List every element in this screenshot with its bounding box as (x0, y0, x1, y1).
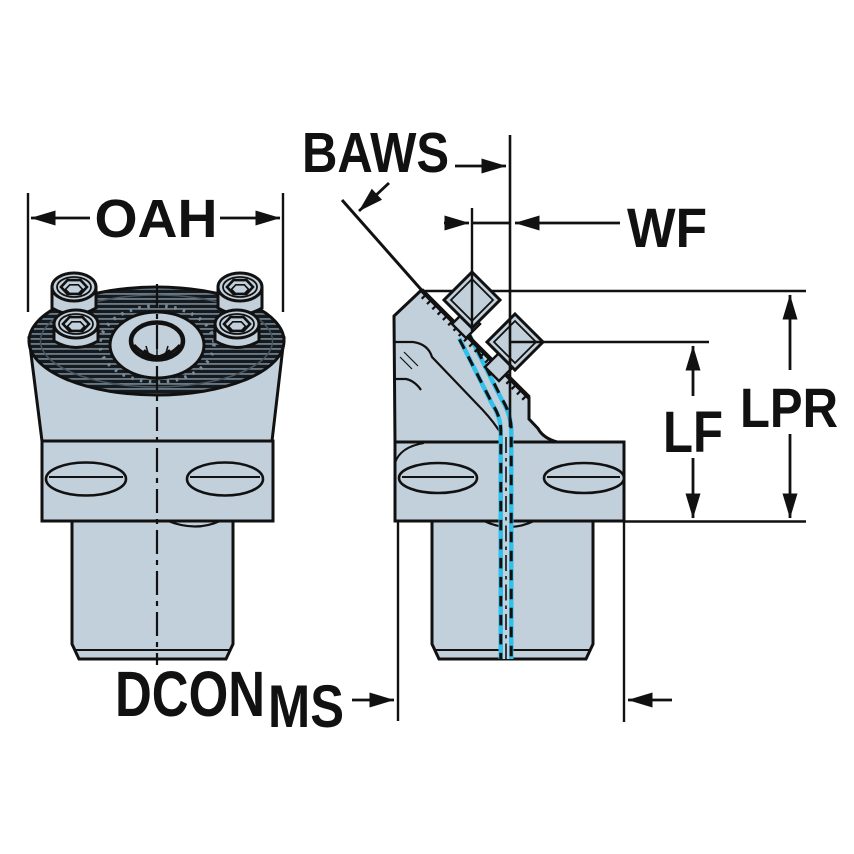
front-flange-slots (44, 461, 265, 497)
label-lpr: LPR (740, 376, 838, 439)
baws-angle-extension-line (340, 199, 423, 291)
dimension-ms (352, 521, 672, 722)
front-slot-left (44, 461, 128, 497)
dimensions (26, 135, 806, 722)
side-view (392, 269, 626, 662)
label-baws: BAWS (302, 121, 449, 185)
hex-socket-icon (61, 315, 91, 333)
hex-socket-icon (59, 278, 89, 296)
front-slot-right (185, 461, 265, 497)
coolant-channel (457, 331, 514, 662)
dimension-oah (26, 193, 285, 312)
clamp-screw-upper-left (50, 271, 98, 316)
front-shank (70, 519, 235, 661)
hex-socket-icon (222, 315, 252, 333)
baws-leader-diagonal-arrow (358, 181, 390, 213)
clamp-screw-lower-right (213, 308, 261, 349)
coolant-hidden-line-left (458, 338, 503, 659)
clamp-screw-lower-left (52, 308, 100, 349)
label-dcon: DCON (115, 658, 265, 730)
label-oah: OAH (95, 189, 218, 249)
hex-socket-icon (225, 278, 255, 296)
pocket-hatch-lines (399, 351, 419, 370)
label-lf: LF (663, 400, 723, 465)
clamp-screw-upper-right (216, 271, 264, 316)
label-ms: MS (268, 673, 344, 740)
front-shank-top-arc (167, 519, 221, 528)
front-view (27, 271, 286, 665)
side-flange-slots (397, 461, 626, 495)
label-wf: WF (627, 196, 707, 259)
